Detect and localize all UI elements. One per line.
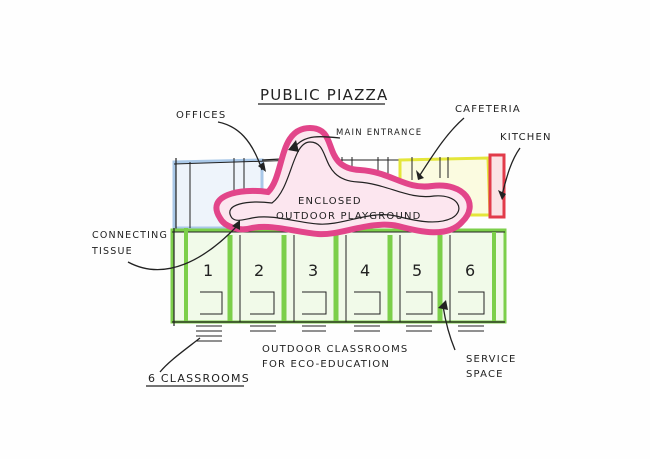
service-arrowhead	[438, 300, 448, 310]
outdoor-classroom-hatching	[196, 325, 484, 342]
connecting-arrow	[127, 224, 239, 271]
playground-label-line1: ENCLOSED	[298, 196, 362, 207]
entrance-arrowhead	[288, 140, 299, 152]
classroom-number-5: 5	[412, 261, 422, 280]
service-label-line1: SERVICE	[466, 354, 517, 365]
service-arrow	[442, 305, 456, 351]
offices-arrowhead	[258, 162, 266, 172]
outdoor-label-line1: OUTDOOR CLASSROOMS	[262, 344, 408, 355]
offices-arrow	[217, 121, 263, 171]
classroom-number-6: 6	[465, 261, 475, 280]
classrooms-label: 6 CLASSROOMS	[148, 372, 250, 385]
title-label: PUBLIC PIAZZA	[260, 86, 388, 104]
cafeteria-arrow	[419, 117, 465, 176]
classrooms-band	[170, 228, 507, 326]
playground-shape	[213, 124, 473, 238]
kitchen-block	[488, 153, 506, 219]
cafeteria-arrowhead	[416, 170, 424, 180]
classroom-number-3: 3	[308, 261, 318, 280]
kitchen-arrow	[501, 147, 521, 196]
service-label-line2: SPACE	[466, 369, 504, 380]
classrooms-arrow	[159, 337, 201, 373]
offices-label: OFFICES	[176, 110, 226, 121]
classroom-number-2: 2	[254, 261, 264, 280]
annotation-arrows	[127, 117, 521, 373]
kitchen-arrowhead	[498, 190, 506, 200]
outdoor-label-line2: FOR ECO-EDUCATION	[262, 359, 390, 370]
arrow-heads	[232, 140, 506, 310]
classroom-number-1: 1	[203, 261, 213, 280]
kitchen-label: KITCHEN	[500, 132, 552, 143]
cafeteria-label: CAFETERIA	[455, 104, 521, 115]
connecting-arrowhead	[232, 220, 240, 230]
main-entrance-label: MAIN ENTRANCE	[336, 128, 422, 138]
connecting-label-line2: TISSUE	[91, 246, 133, 257]
classroom-number-4: 4	[360, 261, 370, 280]
playground-label-line2: OUTDOOR PLAYGROUND	[276, 211, 422, 222]
connecting-label-line1: CONNECTING	[92, 230, 168, 241]
